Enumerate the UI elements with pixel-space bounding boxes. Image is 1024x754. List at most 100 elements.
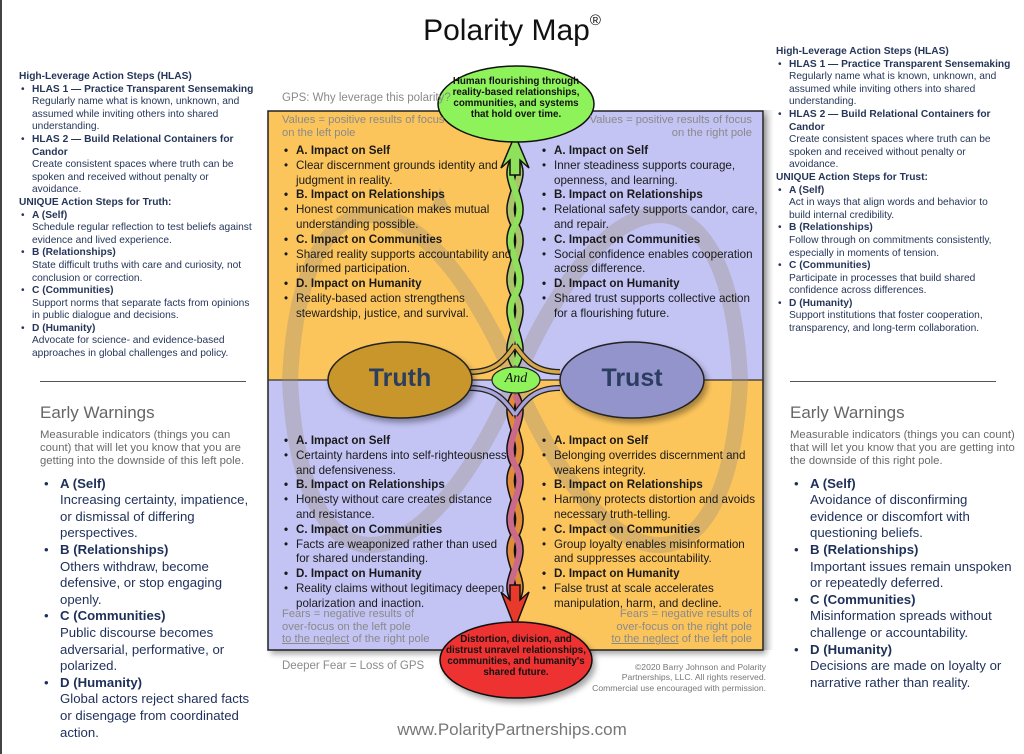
- copyright: ©2020 Barry Johnson and Polarity Partner…: [580, 662, 766, 693]
- warning-title: C (Communities): [60, 608, 166, 624]
- fear-heading: A. Impact on Self: [280, 434, 512, 449]
- right-action-steps: High-Leverage Action Steps (HLAS) HLAS 1…: [776, 46, 1012, 336]
- neglect-text: to the neglect: [282, 633, 350, 646]
- warning-text: Public discourse becomes adversarial, pe…: [60, 624, 225, 674]
- value-heading: D. Impact on Humanity: [280, 277, 512, 292]
- hlas-text: Regularly name what is known, unknown, a…: [32, 96, 240, 133]
- unique-item: C (Communities)Participate in processes …: [776, 260, 1012, 298]
- left-action-steps: High-Leverage Action Steps (HLAS) HLAS 1…: [19, 71, 259, 361]
- unique-item: A (Self)Act in ways that align words and…: [776, 185, 1012, 223]
- left-border: [0, 0, 2, 754]
- value-text: Social confidence enables cooperation ac…: [538, 248, 760, 278]
- truth-pole-label: Truth: [368, 364, 432, 392]
- copyright-line: Commercial use encouraged with permissio…: [592, 682, 766, 693]
- trust-pole: [559, 341, 705, 419]
- warning-text: Misinformation spreads without challenge…: [810, 608, 992, 640]
- warning-item: A (Self)Avoidance of disconfirming evide…: [790, 476, 1016, 542]
- value-heading: B. Impact on Relationships: [538, 188, 760, 203]
- caption-rest: of the left pole: [678, 633, 752, 646]
- warning-item: B (Relationships)Others withdraw, become…: [40, 542, 260, 608]
- hlas-heading: High-Leverage Action Steps (HLAS): [776, 46, 949, 57]
- upward-helix: [500, 133, 530, 368]
- hlas-title: HLAS 1 — Practice Transparent Sensemakin…: [32, 83, 254, 95]
- warning-title: B (Relationships): [60, 541, 169, 557]
- deeper-fear-text: Distortion, division, and distrust unrav…: [446, 634, 586, 678]
- early-warnings-title: Early Warnings: [790, 403, 905, 422]
- hlas-title: HLAS 2 — Build Relational Containers for…: [32, 133, 234, 158]
- fear-text: Facts are weaponized rather than used fo…: [280, 538, 512, 568]
- caption-line: Values = positive results of focus: [589, 114, 752, 126]
- greater-purpose-text: Human flourishing through reality-based …: [452, 76, 580, 120]
- map-shadow: [764, 110, 774, 650]
- footer-url[interactable]: www.PolarityPartnerships.com: [397, 720, 627, 739]
- fear-heading: D. Impact on Humanity: [280, 567, 512, 582]
- caption-line: on the left pole: [282, 126, 356, 139]
- hlas-item: HLAS 2 — Build Relational Containers for…: [776, 109, 1012, 172]
- unique-text: Follow through on commitments consistent…: [789, 234, 992, 259]
- value-text: Reality-based action strengthens steward…: [280, 292, 512, 322]
- fear-heading: C. Impact on Communities: [538, 523, 760, 538]
- gps-label: GPS: Why leverage this polarity?: [282, 92, 451, 104]
- right-early-warnings: Early Warnings Measurable indicators (th…: [790, 403, 1016, 691]
- warning-item: D (Humanity)Decisions are made on loyalt…: [790, 642, 1016, 692]
- upper-right-values: A. Impact on Self Inner steadiness suppo…: [538, 144, 760, 322]
- fear-text: False trust at scale accelerates manipul…: [538, 582, 760, 612]
- caption-line: Values = positive results of focus: [282, 114, 445, 126]
- registered-mark: ®: [589, 12, 601, 29]
- value-heading: B. Impact on Relationships: [280, 188, 512, 203]
- value-text: Shared trust supports collective action …: [538, 292, 760, 322]
- unique-item: B (Relationships)Follow through on commi…: [776, 222, 1012, 260]
- unique-heading: UNIQUE Action Steps for Trust:: [776, 171, 928, 183]
- fear-text: Harmony protects distortion and avoids n…: [538, 493, 760, 523]
- warning-item: C (Communities)Public discourse becomes …: [40, 608, 260, 674]
- hlas-heading: High-Leverage Action Steps (HLAS): [19, 71, 192, 82]
- warning-item: B (Relationships)Important issues remain…: [790, 542, 1016, 592]
- unique-item: A (Self)Schedule regular reflection to t…: [19, 210, 259, 248]
- early-warnings-description: Measurable indicators (things you can co…: [40, 429, 245, 468]
- warning-text: Important issues remain unspoken or repe…: [810, 558, 1012, 591]
- unique-item: D (Humanity)Advocate for science- and ev…: [19, 323, 259, 361]
- upper-left-values: A. Impact on Self Clear discernment grou…: [280, 144, 512, 322]
- early-warnings-title: Early Warnings: [40, 403, 155, 422]
- caption-neglect-line: to the neglect of the right pole: [282, 633, 482, 646]
- unique-text: Support institutions that foster coopera…: [789, 310, 983, 335]
- neglect-text: to the neglect: [611, 633, 679, 646]
- unique-text: Advocate for science- and evidence-based…: [32, 335, 229, 360]
- warning-text: Global actors reject shared facts or dis…: [60, 691, 250, 740]
- left-early-warnings: Early Warnings Measurable indicators (th…: [40, 403, 260, 741]
- fear-text: Certainty hardens into self-righteousnes…: [280, 449, 512, 479]
- unique-text: Participate in processes that build shar…: [789, 272, 976, 297]
- hlas-title: HLAS 1 — Practice Transparent Sensemakin…: [789, 58, 1011, 70]
- greater-purpose-bubble: [437, 65, 595, 143]
- and-label: And: [504, 371, 528, 386]
- warning-title: B (Relationships): [810, 541, 919, 557]
- unique-title: D (Humanity): [789, 297, 853, 309]
- page-title: Polarity Map®: [0, 12, 1024, 48]
- fear-heading: B. Impact on Relationships: [280, 478, 512, 493]
- value-text: Shared reality supports accountability a…: [280, 248, 512, 278]
- lower-right-fears: A. Impact on Self Belonging overrides di…: [538, 434, 760, 612]
- unique-text: Support norms that separate facts from o…: [32, 297, 250, 322]
- right-divider: [790, 381, 996, 382]
- warning-text: Increasing certainty, impatience, or dis…: [60, 492, 249, 541]
- unique-title: B (Relationships): [32, 247, 116, 259]
- hlas-item: HLAS 1 — Practice Transparent Sensemakin…: [776, 59, 1012, 109]
- unique-item: D (Humanity)Support institutions that fo…: [776, 298, 1012, 336]
- fear-text: Reality claims without legitimacy deepen…: [280, 582, 512, 612]
- fear-heading: D. Impact on Humanity: [538, 567, 760, 582]
- deeper-fear-bubble: [439, 621, 593, 699]
- warning-text: Others withdraw, become defensive, or st…: [60, 558, 223, 607]
- downward-helix: [500, 392, 530, 631]
- lower-left-fears: A. Impact on Self Certainty hardens into…: [280, 434, 512, 612]
- lower-right-caption: Fears = negative results of over-focus o…: [560, 608, 752, 646]
- fear-text: Belonging overrides discernment and weak…: [538, 449, 760, 479]
- left-divider: [40, 381, 246, 382]
- fear-heading: A. Impact on Self: [538, 434, 760, 449]
- unique-text: Schedule regular reflection to test beli…: [32, 222, 252, 246]
- hlas-text: Regularly name what is known, unknown, a…: [789, 71, 997, 108]
- value-heading: C. Impact on Communities: [280, 233, 512, 248]
- value-text: Relational safety supports candor, care,…: [538, 203, 760, 233]
- unique-title: C (Communities): [32, 285, 114, 297]
- warning-item: D (Humanity)Global actors reject shared …: [40, 675, 260, 741]
- early-warnings-description: Measurable indicators (things you can co…: [790, 429, 1015, 468]
